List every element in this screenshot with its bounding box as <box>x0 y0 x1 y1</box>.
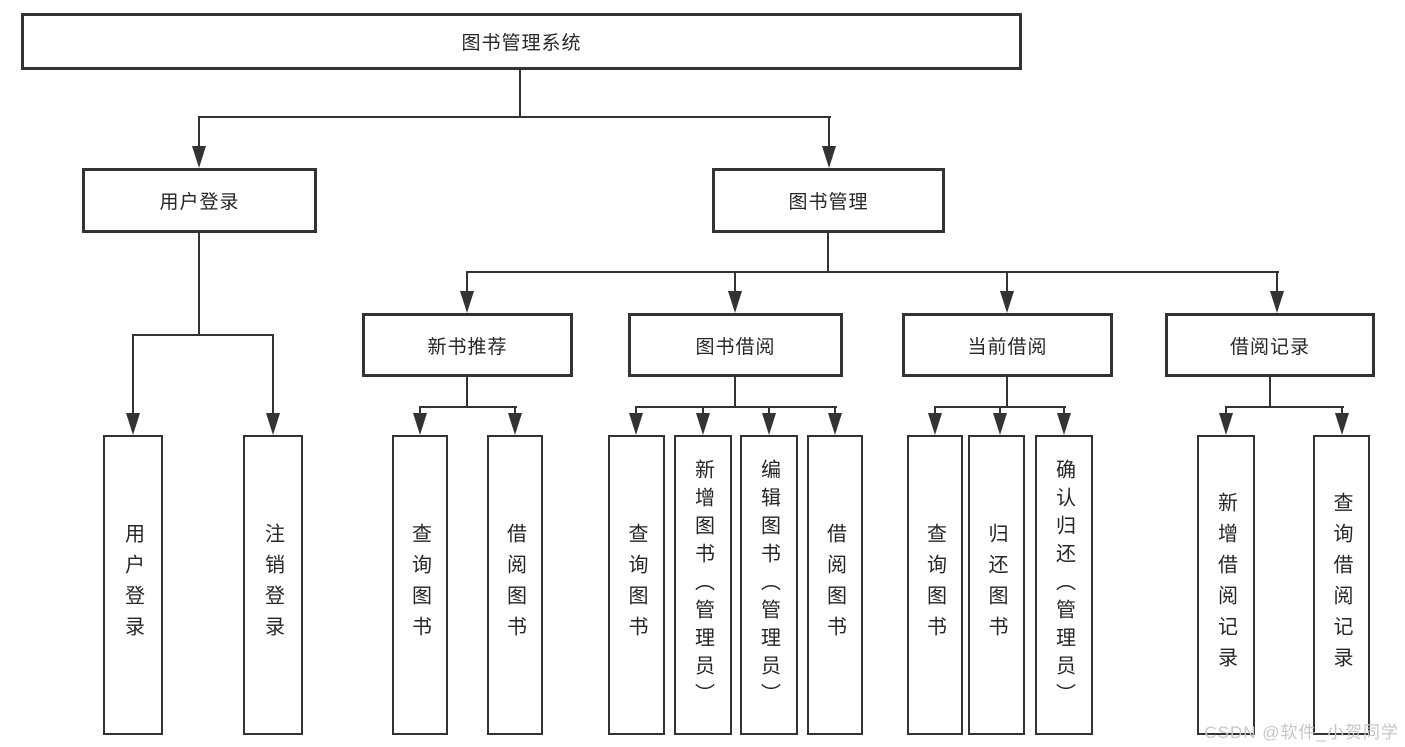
arrowhead-down-icon <box>1057 413 1071 435</box>
connector-line <box>1063 406 1065 415</box>
leaf-return-books: 归还图书 <box>968 435 1025 735</box>
connector-line <box>198 116 831 118</box>
connector-line <box>132 334 134 415</box>
arrowhead-down-icon <box>192 146 206 168</box>
connector-line <box>828 116 830 150</box>
arrowhead-down-icon <box>993 413 1007 435</box>
arrowhead-down-icon <box>460 291 474 313</box>
connector-line <box>198 233 200 336</box>
leaf-add-books-admin: 新增图书（管理员） <box>674 435 732 735</box>
connector-line <box>827 233 829 273</box>
connector-line <box>1225 406 1344 408</box>
leaf-borrow-books-recommend: 借阅图书 <box>487 435 543 735</box>
node-new-book-recommend: 新书推荐 <box>362 313 573 377</box>
arrowhead-down-icon <box>1335 413 1349 435</box>
arrowhead-down-icon <box>1270 291 1284 313</box>
connector-line <box>635 406 637 415</box>
connector-line <box>514 406 516 415</box>
arrowhead-down-icon <box>266 413 280 435</box>
connector-line <box>198 116 200 150</box>
leaf-confirm-return-admin: 确认归还（管理员） <box>1035 435 1093 735</box>
csdn-watermark: CSDN @软件_小贺同学 <box>1204 723 1399 742</box>
connector-line <box>934 406 936 415</box>
node-book-borrow: 图书借阅 <box>628 313 843 377</box>
connector-line <box>272 334 274 415</box>
node-current-borrow: 当前借阅 <box>902 313 1113 377</box>
connector-line <box>1225 406 1227 415</box>
connector-line <box>419 406 517 408</box>
leaf-query-books-current: 查询图书 <box>907 435 963 735</box>
connector-line <box>1006 377 1008 408</box>
arrowhead-down-icon <box>1000 291 1014 313</box>
node-borrow-records: 借阅记录 <box>1165 313 1375 377</box>
arrowhead-down-icon <box>629 413 643 435</box>
leaf-edit-books-admin: 编辑图书（管理员） <box>740 435 798 735</box>
connector-line <box>466 377 468 408</box>
node-book-management: 图书管理 <box>712 168 945 233</box>
arrowhead-down-icon <box>1219 413 1233 435</box>
leaf-user-login: 用户登录 <box>103 435 163 735</box>
leaf-query-books-recommend: 查询图书 <box>392 435 448 735</box>
connector-line <box>1006 271 1008 293</box>
arrowhead-down-icon <box>413 413 427 435</box>
connector-line <box>466 271 468 293</box>
connector-line <box>132 334 274 336</box>
connector-line <box>466 271 1279 273</box>
arrowhead-down-icon <box>728 291 742 313</box>
arrowhead-down-icon <box>762 413 776 435</box>
leaf-add-borrow-record: 新增借阅记录 <box>1197 435 1255 735</box>
arrowhead-down-icon <box>126 413 140 435</box>
connector-line <box>734 377 736 408</box>
connector-line <box>419 406 421 415</box>
connector-line <box>1341 406 1343 415</box>
connector-line <box>1276 271 1278 293</box>
arrowhead-down-icon <box>828 413 842 435</box>
node-user-login: 用户登录 <box>82 168 317 233</box>
arrowhead-down-icon <box>928 413 942 435</box>
connector-line <box>999 406 1001 415</box>
leaf-borrow-books-borrow: 借阅图书 <box>807 435 863 735</box>
connector-line <box>834 406 836 415</box>
connector-line <box>1269 377 1271 408</box>
connector-line <box>702 406 704 415</box>
connector-line <box>734 271 736 293</box>
arrowhead-down-icon <box>822 146 836 168</box>
leaf-query-borrow-record: 查询借阅记录 <box>1313 435 1370 735</box>
leaf-query-books-borrow: 查询图书 <box>608 435 665 735</box>
leaf-logout: 注销登录 <box>243 435 303 735</box>
arrowhead-down-icon <box>696 413 710 435</box>
node-library-management-system: 图书管理系统 <box>21 13 1022 70</box>
connector-line <box>768 406 770 415</box>
arrowhead-down-icon <box>508 413 522 435</box>
connector-line <box>635 406 837 408</box>
connector-line <box>519 69 521 118</box>
